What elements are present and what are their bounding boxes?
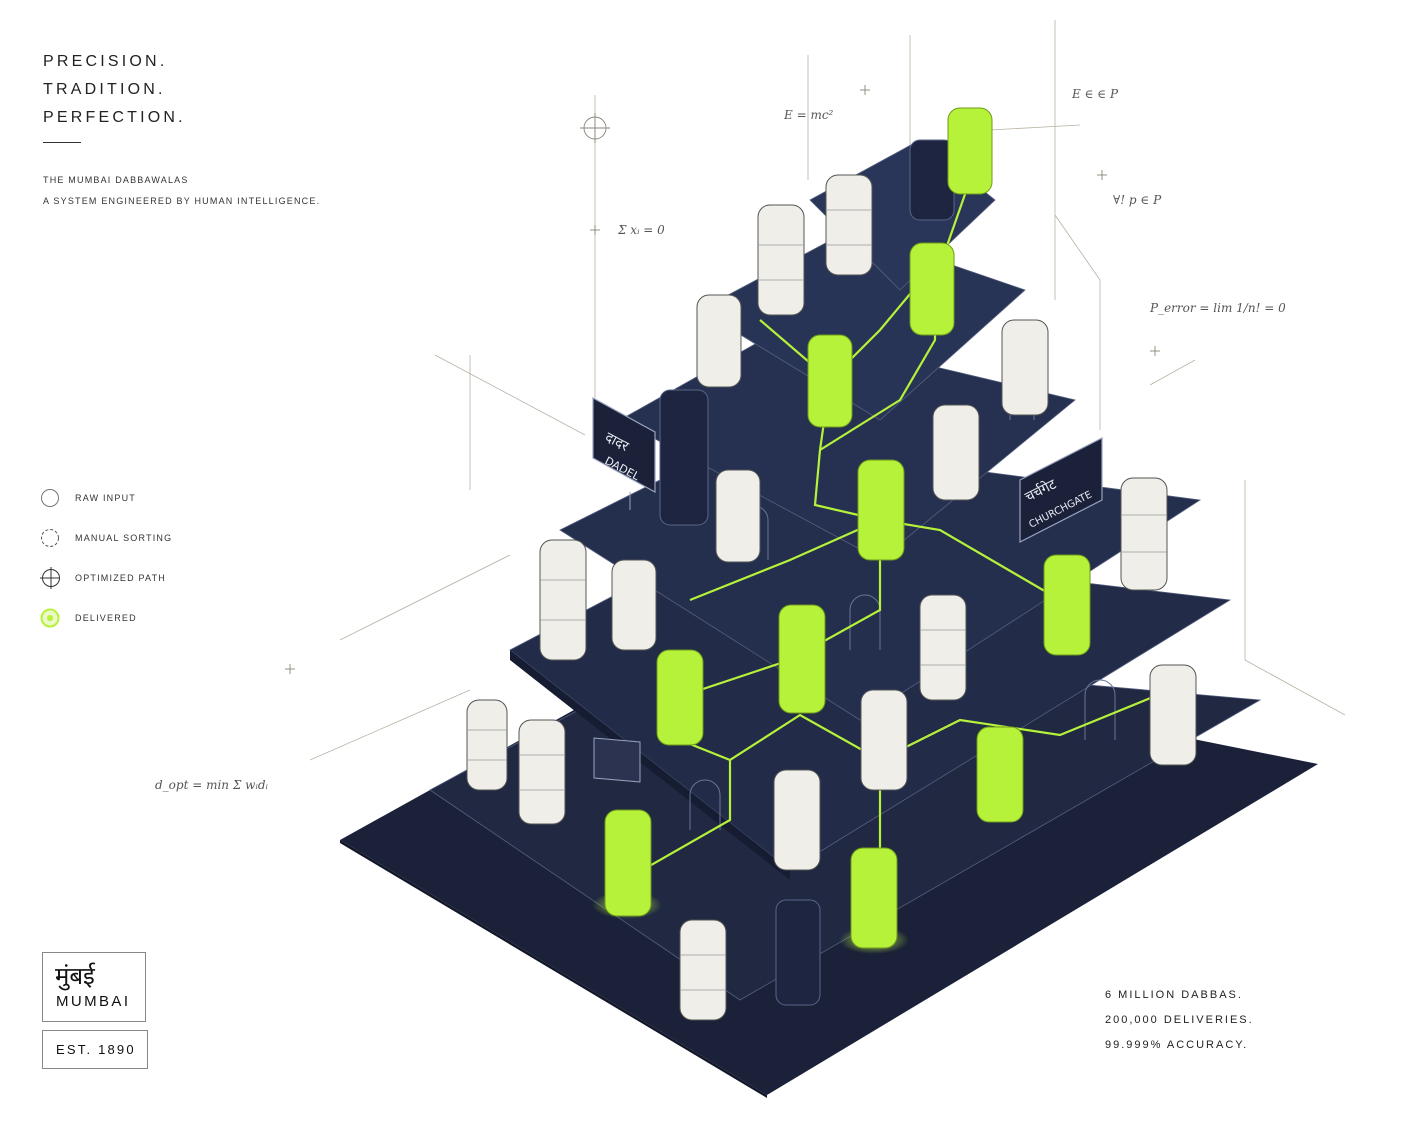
optimized-path-icon xyxy=(40,567,60,589)
divider xyxy=(43,142,81,143)
legend-label: DELIVERED xyxy=(75,613,137,623)
dark-cylinders xyxy=(659,139,955,1006)
stat-deliveries: 200,000 DELIVERIES. xyxy=(1105,1014,1254,1026)
station-signs xyxy=(592,396,1103,783)
headline: PRECISION. TRADITION. PERFECTION. xyxy=(43,48,186,132)
stamp-devanagari: मुंबई xyxy=(55,962,95,990)
raw-input-icon xyxy=(40,488,60,508)
headline-line-1: PRECISION. xyxy=(43,53,168,70)
legend-item-delivered: DELIVERED xyxy=(40,608,172,628)
stamp-english: MUMBAI xyxy=(56,993,131,1010)
tiffins-delivered xyxy=(592,107,1091,954)
legend: RAW INPUT MANUAL SORTING OPTIMIZED PATH … xyxy=(40,488,172,648)
mumbai-stamp: मुंबई MUMBAI xyxy=(42,952,146,1022)
tiffins-white xyxy=(466,174,1197,1021)
subtitle-line-1: THE MUMBAI DABBAWALAS xyxy=(43,175,189,185)
formula-forall: ∀! p ∈ P xyxy=(1113,193,1162,207)
established-badge: EST. 1890 xyxy=(42,1030,148,1069)
formula-energy: E = mc² xyxy=(783,108,834,122)
manual-sorting-icon xyxy=(40,528,60,548)
legend-item-raw-input: RAW INPUT xyxy=(40,488,172,508)
stat-accuracy: 99.999% ACCURACY. xyxy=(1105,1039,1249,1051)
stat-dabbas: 6 MILLION DABBAS. xyxy=(1105,989,1243,1001)
legend-item-manual-sorting: MANUAL SORTING xyxy=(40,528,172,548)
subtitle: THE MUMBAI DABBAWALAS A SYSTEM ENGINEERE… xyxy=(43,170,320,212)
legend-label: RAW INPUT xyxy=(75,493,136,503)
legend-item-optimized-path: OPTIMIZED PATH xyxy=(40,567,172,589)
established-text: EST. 1890 xyxy=(56,1042,136,1057)
formula-set: E ∈ ∈ P xyxy=(1071,87,1119,101)
formula-dopt: d_opt = min Σ wᵢdᵢ xyxy=(155,778,269,792)
formula-perror: P_error = lim 1/n! = 0 xyxy=(1149,301,1286,315)
headline-line-3: PERFECTION. xyxy=(43,109,186,126)
legend-label: OPTIMIZED PATH xyxy=(75,573,166,583)
crosshair-marks xyxy=(285,85,1160,674)
legend-label: MANUAL SORTING xyxy=(75,533,173,543)
stats: 6 MILLION DABBAS. 200,000 DELIVERIES. 99… xyxy=(1105,983,1254,1058)
delivered-icon xyxy=(40,608,60,628)
formula-sum: Σ xᵢ = 0 xyxy=(617,223,665,237)
headline-line-2: TRADITION. xyxy=(43,81,166,98)
subtitle-line-2: A SYSTEM ENGINEERED BY HUMAN INTELLIGENC… xyxy=(43,196,321,206)
